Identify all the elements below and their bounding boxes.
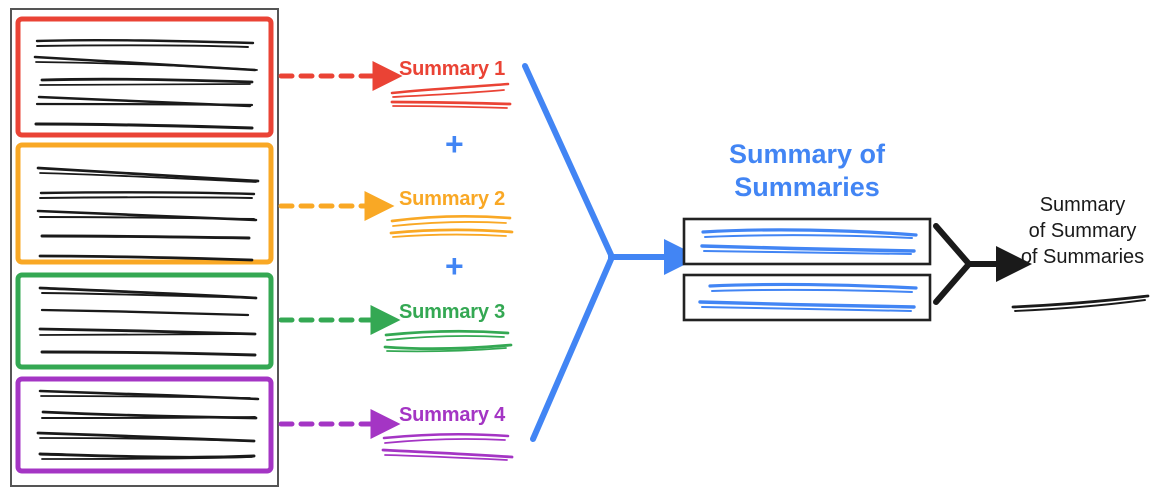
source-chunk-1[interactable] — [15, 16, 274, 138]
final-title-line-2: of Summary — [1028, 220, 1137, 242]
sos-box-2[interactable] — [682, 273, 932, 322]
chunk-3-text-lines — [38, 286, 258, 357]
summary-2-label: Summary 2 — [399, 188, 506, 210]
sos-title-line-1: Summary of — [728, 139, 886, 169]
source-chunk-4[interactable] — [15, 376, 274, 474]
summary-of-summaries-title: Summary of Summaries — [677, 138, 937, 204]
source-chunk-3[interactable] — [15, 272, 274, 370]
sos-box-1[interactable] — [682, 217, 932, 266]
sos-title-line-2: Summaries — [734, 172, 880, 202]
summary-1-label: Summary 1 — [399, 58, 506, 80]
final-output-lines — [1011, 294, 1150, 312]
summary-3-lines — [383, 329, 513, 353]
chunk-1-text-lines — [33, 38, 258, 130]
sos-box-2-lines — [698, 282, 918, 312]
chunk-2-text-lines — [36, 166, 260, 262]
final-title-line-3: of Summaries — [1020, 246, 1145, 268]
summary-2-lines — [389, 214, 514, 238]
final-output-title: Summary of Summary of Summaries — [1000, 192, 1165, 270]
summary-4-lines — [381, 432, 514, 461]
summary-1-lines — [390, 82, 512, 109]
arrow-merge-summaries — [522, 63, 700, 442]
source-chunk-2[interactable] — [15, 142, 274, 265]
source-document-container — [10, 8, 279, 487]
plus-operator-1: + — [445, 126, 464, 162]
final-title-line-1: Summary — [1039, 194, 1126, 216]
summary-4-label: Summary 4 — [399, 404, 506, 426]
sos-box-1-lines — [700, 228, 918, 255]
chunk-4-text-lines — [36, 389, 260, 460]
arrow-merge-final — [933, 223, 1032, 305]
summary-3-label: Summary 3 — [399, 301, 506, 323]
plus-operator-2: + — [445, 248, 464, 284]
